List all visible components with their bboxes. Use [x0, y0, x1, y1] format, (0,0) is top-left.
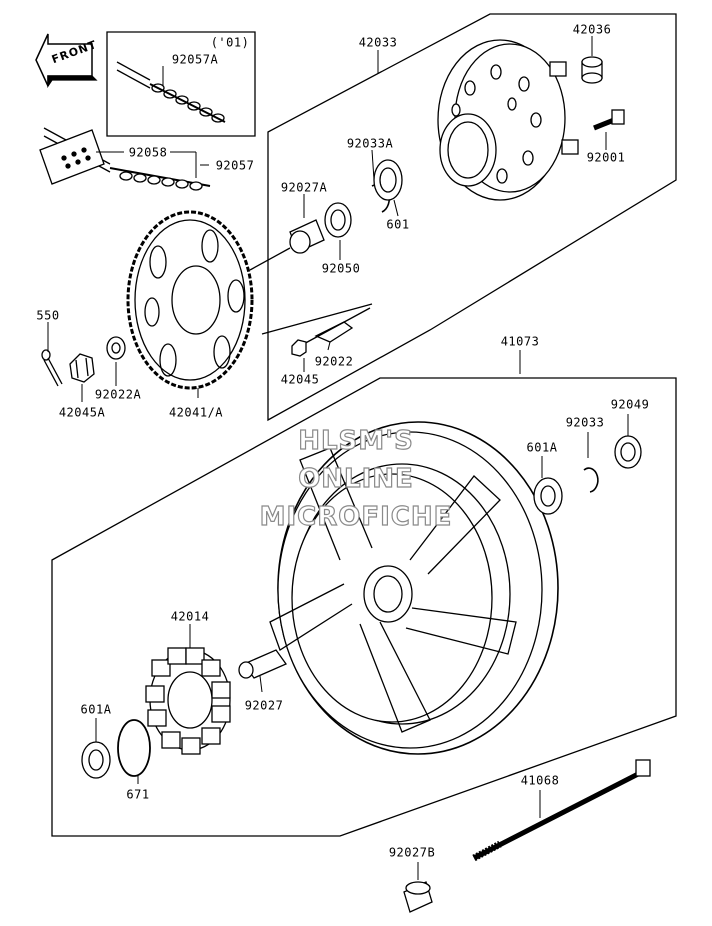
bolt-92001-icon	[593, 109, 625, 131]
castle-nut-42045A-icon	[69, 353, 95, 383]
part-label-671[interactable]: 671	[126, 787, 150, 802]
watermark-line-1: HLSM'S	[298, 425, 414, 456]
circlip-92033-icon	[583, 467, 599, 493]
part-label-42045[interactable]: 42045	[280, 372, 320, 387]
part-label-601[interactable]: 601	[386, 217, 410, 232]
axle-41068-icon	[472, 759, 651, 862]
part-label-42036[interactable]: 42036	[572, 22, 612, 37]
cotter-pin-550-icon	[41, 349, 63, 387]
front-arrow-icon	[35, 33, 98, 89]
chain-92057A-icon	[116, 61, 226, 123]
damper-42014-icon	[145, 647, 231, 755]
part-label-92050[interactable]: 92050	[321, 261, 361, 276]
part-label-601A-lower[interactable]: 601A	[80, 702, 112, 717]
part-label-41073[interactable]: 41073	[500, 334, 540, 349]
part-label-92001[interactable]: 92001	[586, 150, 626, 165]
part-label-42041A[interactable]: 42041/A	[168, 405, 224, 420]
nut-42045-icon	[291, 339, 307, 357]
part-label-92057A[interactable]: 92057A	[171, 52, 219, 67]
part-label-92027[interactable]: 92027	[244, 698, 284, 713]
lock-washer-92022-icon	[314, 321, 354, 343]
bearing-601-icon	[373, 159, 403, 201]
seal-92049-icon	[614, 435, 642, 469]
part-label-42014[interactable]: 42014	[170, 609, 210, 624]
part-label-42045A[interactable]: 42045A	[58, 405, 106, 420]
collar-92027A-icon	[289, 219, 325, 254]
part-label-41068[interactable]: 41068	[520, 773, 560, 788]
wheel-41073-icon	[269, 421, 559, 755]
chain-92057-icon	[39, 127, 211, 191]
washer-92022A-icon	[106, 336, 126, 360]
part-label-92033A[interactable]: 92033A	[346, 136, 394, 151]
o-ring-671-icon	[117, 719, 151, 777]
wheel-panel-frame	[51, 377, 677, 837]
seal-92050-icon	[324, 202, 352, 238]
part-label-92022[interactable]: 92022	[314, 354, 354, 369]
chain-inset-frame	[106, 31, 256, 137]
part-label-92057[interactable]: 92057	[215, 158, 255, 173]
watermark-line-2: ONLINE	[298, 463, 414, 494]
part-label-92033[interactable]: 92033	[565, 415, 605, 430]
bearing-601A-lower-icon	[81, 741, 111, 779]
sprocket-42041A-icon	[126, 210, 254, 390]
part-label-92058[interactable]: 92058	[128, 145, 168, 160]
collar-42036-icon	[581, 56, 603, 84]
watermark-line-3: MICROFICHE	[259, 501, 453, 532]
part-label-42033[interactable]: 42033	[358, 35, 398, 50]
part-label-550[interactable]: 550	[36, 308, 60, 323]
part-label-92022A[interactable]: 92022A	[94, 387, 142, 402]
part-label-92027A[interactable]: 92027A	[280, 180, 328, 195]
hub-panel-frame	[267, 13, 677, 422]
sprocket-hub-42033-icon	[437, 39, 579, 201]
year-note: ('01)	[210, 35, 250, 50]
part-label-601A-upper[interactable]: 601A	[526, 440, 558, 455]
collar-92027-icon	[238, 649, 287, 679]
collar-92027B-icon	[403, 881, 433, 913]
leader-lines	[47, 36, 629, 880]
bearing-601A-icon	[533, 477, 563, 515]
part-label-92049[interactable]: 92049	[610, 397, 650, 412]
part-label-92027B[interactable]: 92027B	[388, 845, 436, 860]
